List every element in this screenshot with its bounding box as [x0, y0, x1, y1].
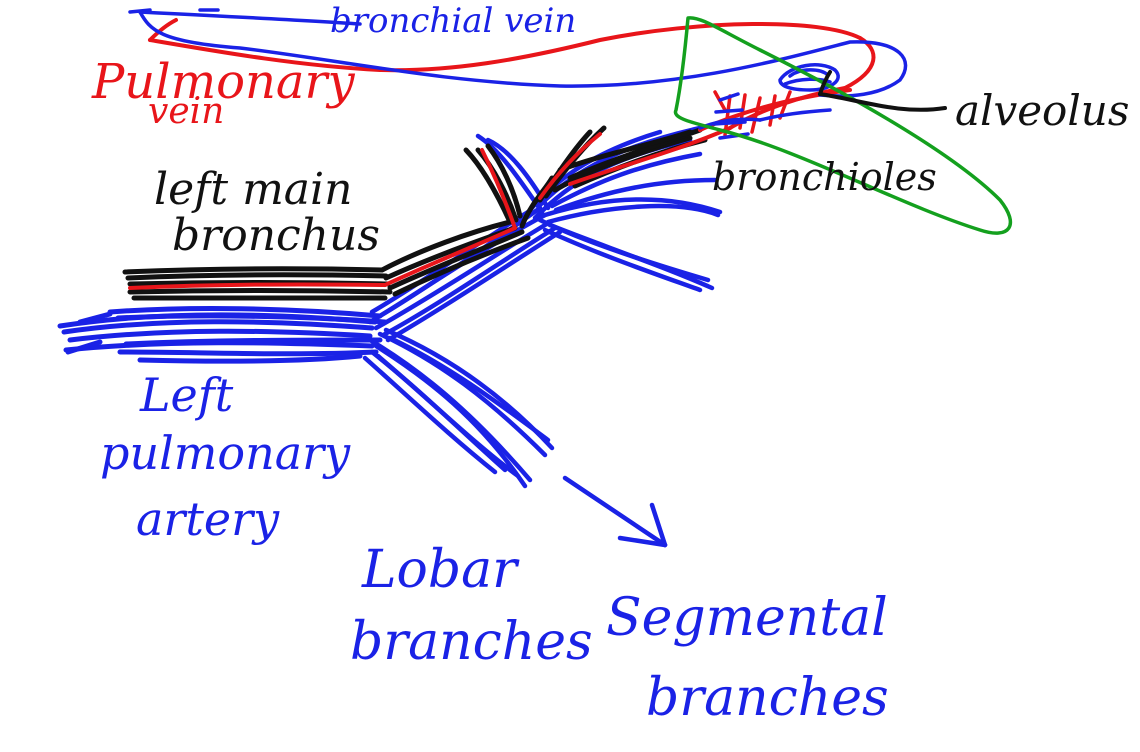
- bronchial-vein-label: bronchial vein: [330, 1, 577, 41]
- left-pulmonary-artery-label-line3: artery: [136, 492, 280, 546]
- alveolus-label: alveolus: [955, 86, 1130, 135]
- alveolus-pointer: [818, 70, 947, 112]
- alveolar-region-outline: [673, 16, 1012, 235]
- pulmonary-vein-label-line1: Pulmonary: [92, 54, 355, 110]
- left-pulmonary-artery-label-line2: pulmonary: [100, 426, 351, 480]
- pulmonary-artery-lower-branch: [362, 327, 555, 489]
- left-pulmonary-artery-label-line1: Left: [140, 368, 234, 422]
- lobar-branches-label-line1: Lobar: [362, 540, 517, 600]
- left-main-bronchus-label-line1: left main: [154, 164, 353, 215]
- pulmonary-artery-trunk: [57, 306, 388, 364]
- segmental-arrow: [562, 475, 668, 548]
- bronchioles-label: bronchioles: [712, 155, 937, 199]
- segmental-branches-label-line2: branches: [646, 668, 889, 728]
- left-main-bronchus-label-line2: bronchus: [172, 210, 380, 261]
- lobar-branches-label-line2: branches: [350, 612, 593, 672]
- bronchial-vein: [128, 8, 908, 140]
- pulmonary-artery-upper-branch: [367, 125, 723, 343]
- pulmonary-vein-label-line2: vein: [148, 91, 225, 132]
- segmental-branches-label-line1: Segmental: [606, 588, 888, 648]
